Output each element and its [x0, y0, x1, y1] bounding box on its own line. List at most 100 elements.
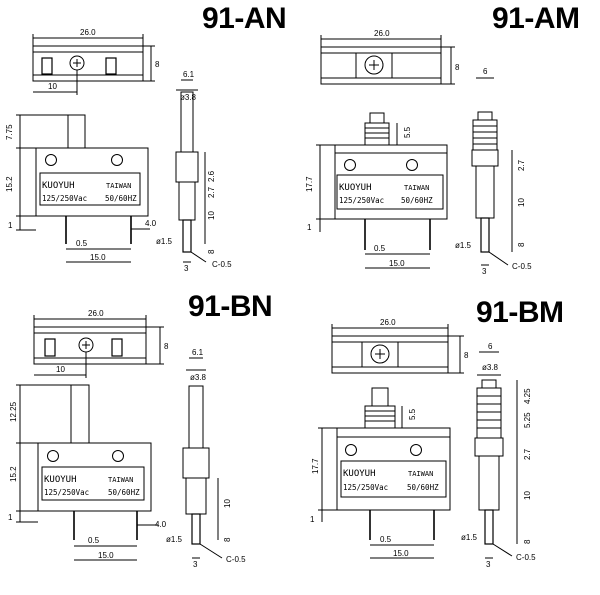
dim-top-offset: 10: [48, 82, 57, 91]
side-pin: [191, 513, 201, 545]
dim-pin-height: 1: [310, 515, 315, 524]
top-view-body: [331, 335, 449, 374]
label-country: TAIWAN: [106, 182, 131, 190]
plunger: [70, 384, 90, 444]
dim-plunger-height: 12.25: [9, 401, 18, 422]
dim-terminal-span: 15.0: [389, 259, 405, 268]
dim-chamfer: C-0.5: [212, 260, 232, 269]
dim-terminal-offset: 4.0: [145, 219, 157, 228]
label-freq: 50/60HZ: [401, 196, 433, 205]
switch-body: [35, 147, 149, 217]
dim-pin-height: 1: [307, 223, 312, 232]
plunger: [67, 114, 86, 149]
side-plunger: [188, 385, 204, 449]
side-body-lower: [178, 181, 196, 221]
dim-top-width: 26.0: [80, 28, 96, 37]
dim-pin-dia: ø1.5: [455, 241, 472, 250]
label-country: TAIWAN: [404, 184, 429, 192]
model-title-91-bn: 91-BN: [188, 290, 273, 323]
dim-top-width: 26.0: [374, 29, 390, 38]
view-91-an: 26.0 8 10 KUOYUH TAIWAN 125/250Vac 50/60…: [5, 28, 232, 273]
top-view-body: [32, 45, 144, 82]
dim-top-width: 26.0: [380, 318, 396, 327]
dim-top-depth: 8: [464, 351, 469, 360]
side-body-upper: [182, 447, 210, 479]
label-plate: [340, 460, 447, 498]
side-body: [478, 455, 500, 511]
view-91-bm: 26.0 8 KUOYUH TAIWAN 125/250Vac 50/60HZ …: [310, 318, 536, 569]
side-pin: [182, 219, 192, 253]
top-view-body: [33, 326, 147, 365]
dim-pin-width: 3: [184, 264, 189, 273]
dim-side-width: 6: [483, 67, 488, 76]
model-title-91-bm: 91-BM: [476, 296, 564, 329]
dim-side-1: 2.6: [207, 170, 216, 182]
dim-side-1: 4.25: [523, 388, 532, 404]
side-body-upper: [175, 151, 199, 183]
dim-pin-width: 3: [486, 560, 491, 569]
dim-top-offset: 10: [56, 365, 65, 374]
side-pin: [484, 509, 494, 545]
dim-top-width: 26.0: [88, 309, 104, 318]
label-freq: 50/60HZ: [407, 483, 439, 492]
label-brand: KUOYUH: [42, 181, 75, 191]
dim-side-3: 10: [207, 211, 216, 220]
dim-terminal-gap: 0.5: [374, 244, 386, 253]
dim-thread-height: 5.5: [408, 408, 417, 420]
side-pin: [480, 217, 490, 253]
dim-terminal-gap: 0.5: [380, 535, 392, 544]
dim-chamfer: C-0.5: [516, 553, 536, 562]
model-title-91-am: 91-AM: [492, 2, 580, 35]
dim-pin-height: 1: [8, 513, 13, 522]
dim-terminal-gap: 0.5: [88, 536, 100, 545]
dim-top-depth: 8: [455, 63, 460, 72]
label-rating: 125/250Vac: [42, 194, 87, 203]
dim-terminal-span: 15.0: [90, 253, 106, 262]
dim-side-1: 10: [223, 499, 232, 508]
model-title-91-an: 91-AN: [202, 2, 287, 35]
label-plate: [41, 466, 145, 501]
label-country: TAIWAN: [108, 476, 133, 484]
switch-body: [37, 442, 152, 512]
label-brand: KUOYUH: [339, 183, 372, 193]
side-body-lower: [185, 477, 207, 515]
dim-side-2: 10: [517, 198, 526, 207]
label-brand: KUOYUH: [343, 469, 376, 479]
dim-pin-height: 1: [8, 221, 13, 230]
label-plate: [336, 174, 444, 210]
label-country: TAIWAN: [408, 470, 433, 478]
view-91-bn: 26.0 8 10 KUOYUH TAIWAN 125/250Vac 50/60…: [8, 309, 246, 569]
dim-side-2: 5.25: [523, 412, 532, 428]
dim-body-height: 17.7: [305, 176, 314, 192]
label-rating: 125/250Vac: [339, 196, 384, 205]
label-plate: [39, 172, 141, 206]
dim-side-4: 8: [207, 249, 216, 254]
view-91-am: 26.0 8 KUOYUH TAIWAN 125/250Vac 50/60HZ …: [305, 29, 532, 276]
dim-chamfer: C-0.5: [226, 555, 246, 564]
side-body: [475, 165, 495, 219]
dim-side-width: 6.1: [192, 348, 204, 357]
dim-terminal-offset: 4.0: [155, 520, 167, 529]
dim-terminal-span: 15.0: [98, 551, 114, 560]
dim-side-dia: ø3.8: [482, 363, 499, 372]
top-view-body: [320, 46, 442, 85]
switch-body: [336, 427, 451, 511]
dim-body-height: 15.2: [9, 466, 18, 482]
dim-side-5: 8: [523, 539, 532, 544]
dim-pin-width: 3: [193, 560, 198, 569]
label-freq: 50/60HZ: [108, 488, 140, 497]
dim-body-height: 15.2: [5, 176, 14, 192]
dim-side-4: 10: [523, 491, 532, 500]
dim-side-width: 6: [488, 342, 493, 351]
label-rating: 125/250Vac: [44, 488, 89, 497]
label-rating: 125/250Vac: [343, 483, 388, 492]
dim-side-dia: ø3.8: [180, 93, 197, 102]
label-freq: 50/60HZ: [105, 194, 137, 203]
dim-plunger-height: 7.75: [5, 124, 14, 140]
dim-side-2: 2.7: [207, 186, 216, 198]
dim-side-3: 2.7: [523, 448, 532, 460]
dim-side-dia: ø3.8: [190, 373, 207, 382]
dim-top-depth: 8: [164, 342, 169, 351]
